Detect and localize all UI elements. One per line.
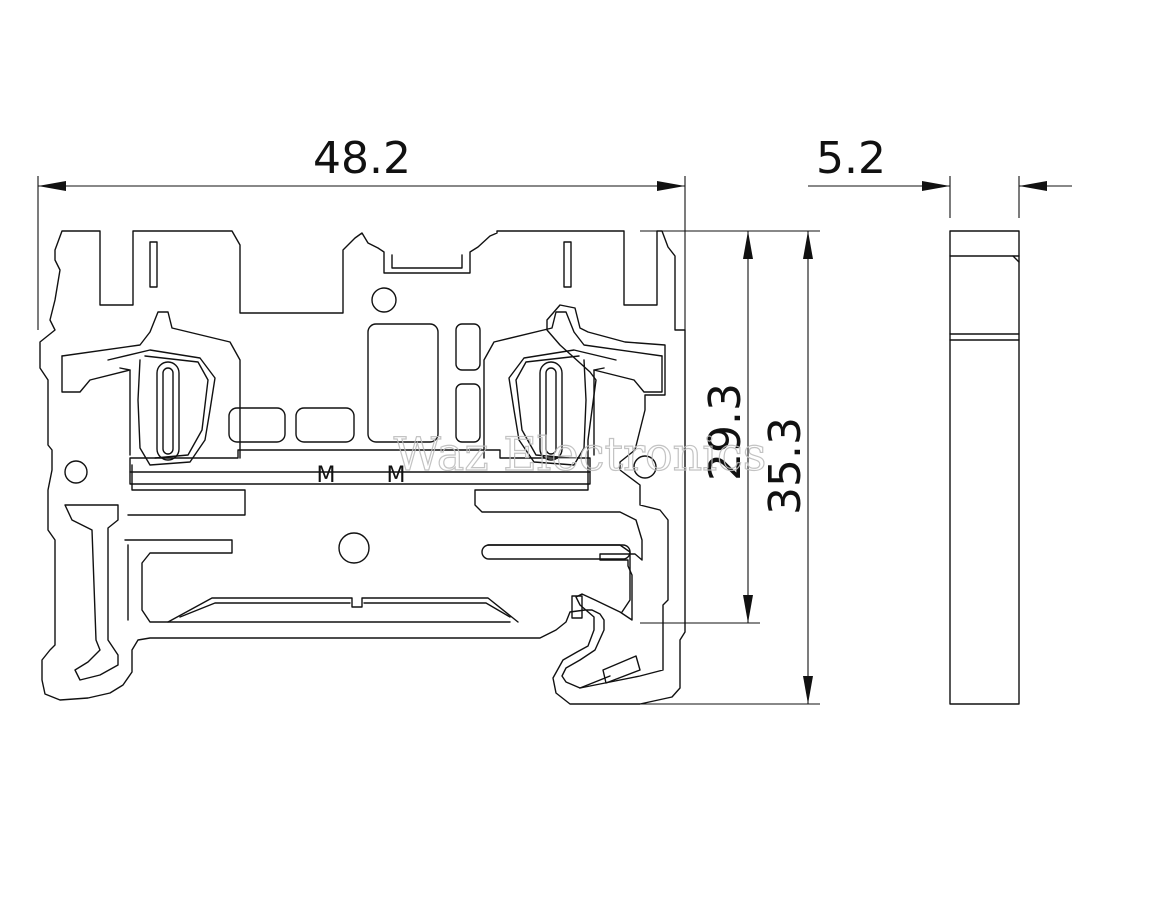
- arrow-right-icon: [922, 181, 950, 191]
- arrow-left-icon: [38, 181, 66, 191]
- arrow-left-icon: [1019, 181, 1047, 191]
- slot-left: [149, 241, 158, 288]
- arrow-up-icon: [803, 231, 813, 259]
- marking-right: M: [387, 463, 406, 488]
- marking-left: M: [317, 463, 336, 488]
- busbar: [129, 449, 591, 485]
- wire-entry-right: [539, 361, 563, 461]
- test-hole-left: [64, 460, 88, 484]
- test-hole-top: [371, 287, 397, 313]
- height-total-label: 35.3: [760, 417, 811, 515]
- slot-right: [563, 241, 572, 288]
- height-inner-label: 29.3: [700, 383, 751, 481]
- watermark: Waz Electronics: [394, 427, 767, 481]
- inner-contour: [64, 504, 119, 681]
- housing-outline: [39, 230, 686, 705]
- front-view: M M: [39, 230, 686, 705]
- length-label: 48.2: [313, 133, 411, 184]
- height-dimensions: 29.3 35.3: [640, 230, 820, 705]
- width-dimension: 5.2: [808, 133, 1072, 218]
- side-view: [949, 230, 1020, 705]
- test-hole-right: [633, 455, 657, 479]
- width-label: 5.2: [816, 133, 886, 184]
- wire-entry-left: [156, 361, 180, 461]
- arrow-down-icon: [803, 676, 813, 704]
- arrow-right-icon: [657, 181, 685, 191]
- spring-clamp-right: [483, 311, 663, 466]
- arrow-up-icon: [743, 231, 753, 259]
- arrow-down-icon: [743, 595, 753, 623]
- spring-clamp-left: [61, 311, 241, 466]
- marker-window: [367, 323, 439, 443]
- length-dimension: 48.2: [37, 133, 686, 330]
- mounting-hole: [338, 532, 370, 564]
- release-tab: [602, 655, 641, 684]
